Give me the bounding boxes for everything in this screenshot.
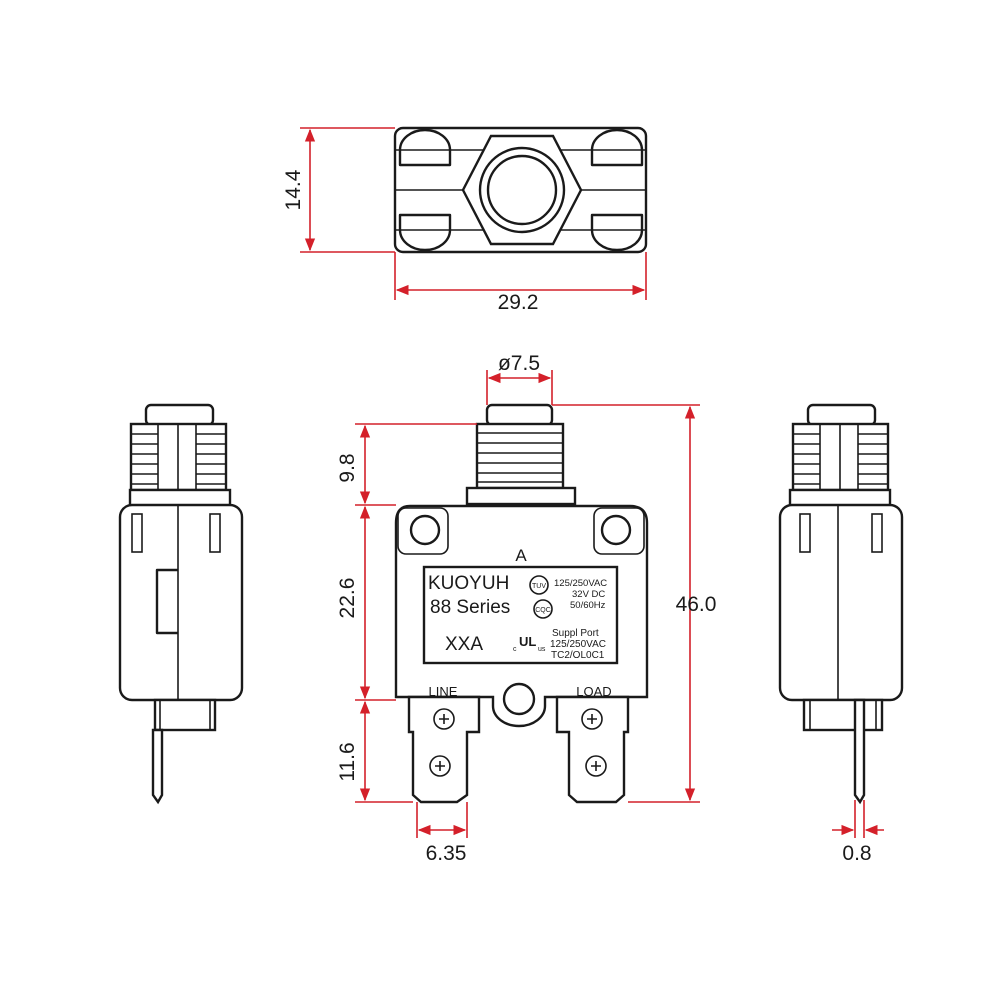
- spec-line-3: 50/60Hz: [570, 600, 606, 611]
- button-top: [486, 154, 558, 226]
- front-hole-left: [409, 514, 441, 546]
- model-name: XXA: [445, 634, 483, 655]
- cqc-mark: CQC: [535, 607, 551, 614]
- series-name: 88 Series: [430, 597, 510, 618]
- front-hole-right: [600, 514, 632, 546]
- ul-c-mark: c: [513, 646, 517, 653]
- terminal-line: [407, 695, 481, 804]
- right-side-body: [778, 503, 904, 702]
- ul-mark: UL: [519, 634, 536, 649]
- dim-top-width: 29.2: [394, 252, 647, 314]
- spec-line-2: 32V DC: [572, 589, 605, 600]
- dim-total-height: 46.0: [552, 404, 717, 803]
- supp-line-2: 125/250VAC: [550, 639, 606, 650]
- terminal-load-label: LOAD: [576, 684, 611, 699]
- top-slot-tl: [398, 128, 452, 167]
- top-slot-br: [590, 213, 644, 252]
- dim-total-height-text: 46.0: [676, 593, 717, 616]
- top-slot-tr: [590, 128, 644, 167]
- dim-button-dia-text: ø7.5: [498, 352, 540, 375]
- dim-terminal-height-text: 11.6: [336, 742, 359, 781]
- brand-name: KUOYUH: [428, 573, 509, 594]
- supp-line-3: TC2/OL0C1: [551, 650, 605, 661]
- dim-top-width-text: 29.2: [498, 291, 539, 314]
- dim-left-stack: 9.8 22.6 11.6: [336, 423, 477, 803]
- front-collar: [465, 486, 577, 506]
- ul-us-mark: us: [538, 646, 546, 653]
- dim-terminal-thickness: 0.8: [832, 800, 884, 865]
- dim-body-height-text: 22.6: [336, 578, 359, 619]
- spec-line-1: 125/250VAC: [554, 578, 607, 589]
- left-side-view: [118, 403, 244, 805]
- cqc-mark-circle: [533, 599, 553, 619]
- terminal-line-label: LINE: [429, 684, 458, 699]
- front-view: A KUOYUH 88 Series XXA TUV CQC 125/250VA…: [394, 403, 649, 804]
- label-panel: [422, 565, 619, 665]
- rating-letter: A: [515, 546, 527, 565]
- dim-top-height-text: 14.4: [282, 169, 305, 210]
- top-view: [393, 126, 648, 254]
- dim-top-height: 14.4: [282, 127, 395, 253]
- tuv-mark: TUV: [532, 583, 546, 590]
- front-hole-bottom: [502, 682, 536, 716]
- left-side-body: [118, 503, 244, 702]
- top-slot-bl: [398, 213, 452, 252]
- dim-button-height-text: 9.8: [336, 453, 359, 482]
- front-button-cap: [485, 403, 554, 427]
- supp-line-1: Suppl Port: [552, 628, 599, 639]
- terminal-load: [555, 695, 630, 804]
- tuv-mark-circle: [529, 575, 549, 595]
- left-side-pin: [151, 728, 164, 805]
- right-side-view: [778, 403, 904, 805]
- dim-terminal-width: 6.35: [416, 802, 468, 865]
- dim-terminal-width-text: 6.35: [426, 842, 467, 865]
- dim-terminal-thickness-text: 0.8: [842, 842, 871, 865]
- right-side-pin: [853, 698, 866, 805]
- dim-button-dia: ø7.5: [486, 352, 553, 405]
